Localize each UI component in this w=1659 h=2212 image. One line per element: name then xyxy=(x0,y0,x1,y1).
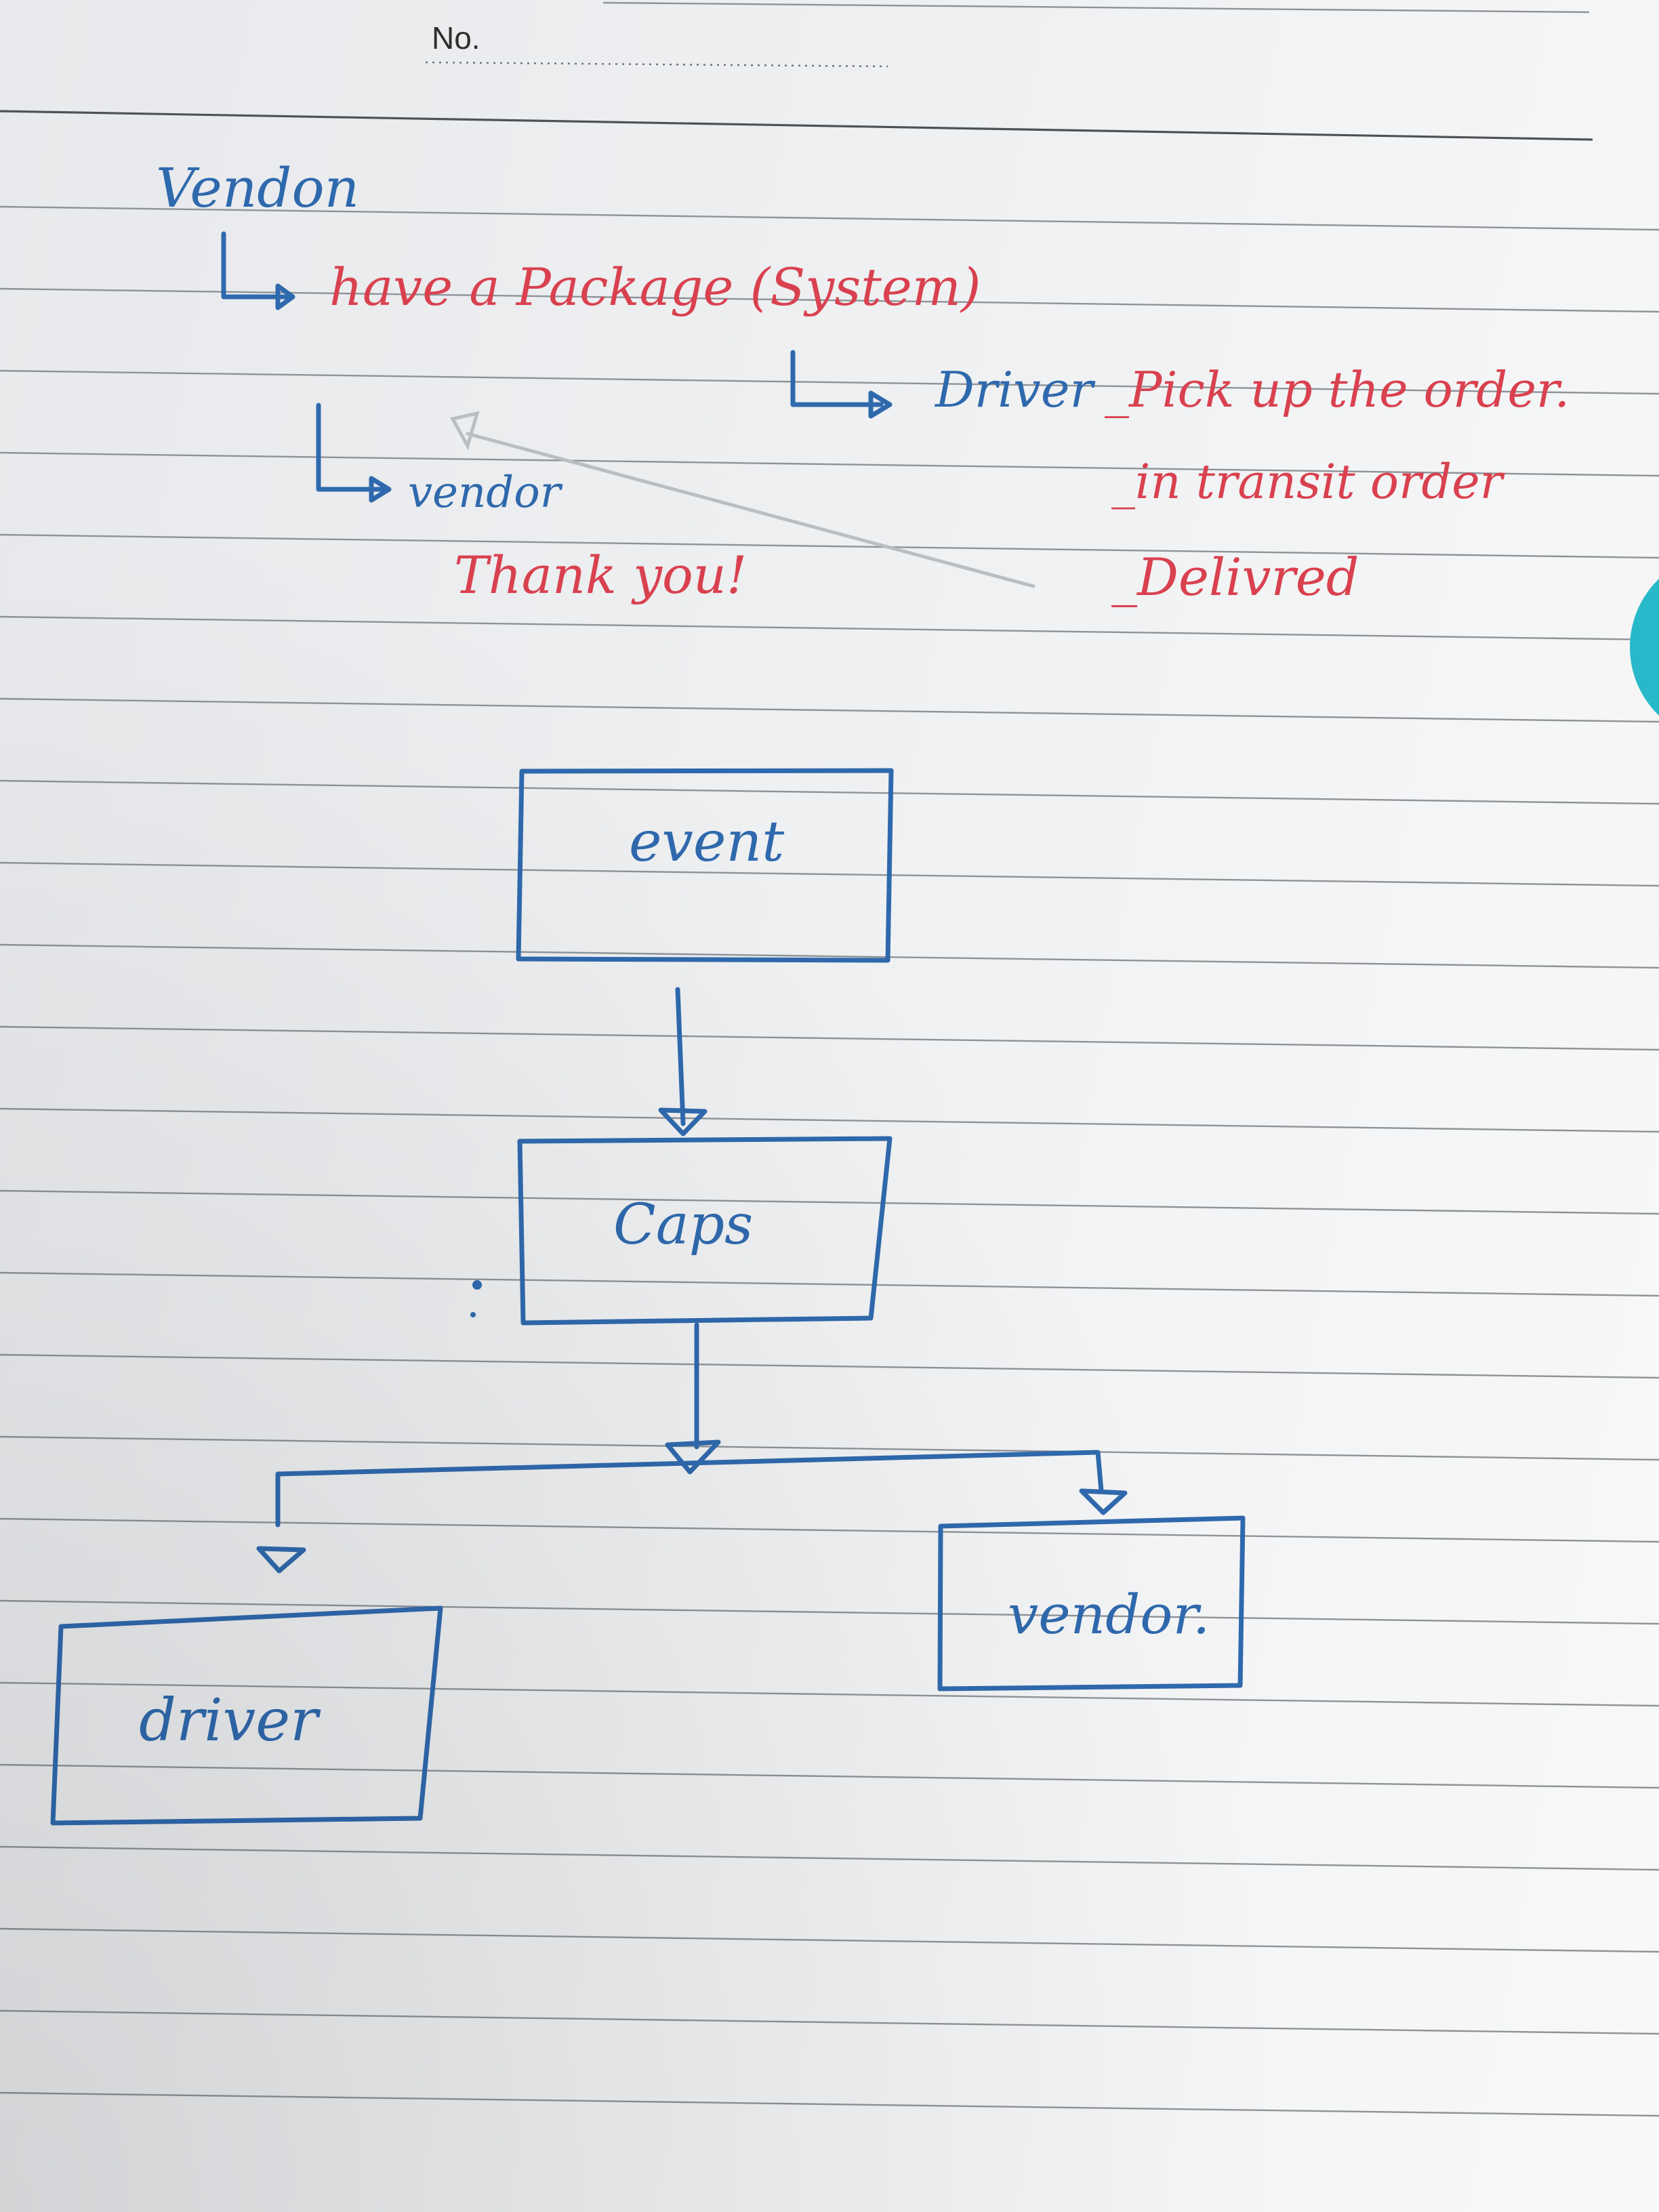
ruled-line xyxy=(0,1845,1659,1871)
ruled-line xyxy=(0,779,1659,805)
ruled-line xyxy=(0,697,1659,723)
driver-box xyxy=(50,1605,443,1826)
pencil-arrow-head xyxy=(450,411,480,451)
ruled-line xyxy=(0,1927,1659,1953)
ruled-line xyxy=(0,451,1659,477)
ruled-line xyxy=(0,1681,1659,1707)
vendor-branch-arrow-head xyxy=(369,476,392,503)
ruled-line xyxy=(0,1353,1659,1379)
event-box xyxy=(516,768,894,963)
ruled-line xyxy=(0,533,1659,559)
header-rule xyxy=(0,110,1593,141)
ruled-line xyxy=(0,943,1659,969)
number-dotted-line xyxy=(425,61,888,68)
ruled-line xyxy=(0,1189,1659,1215)
flow-diagram: event Caps driver vendor. xyxy=(50,768,1246,1826)
ruled-line xyxy=(0,1599,1659,1625)
ruled-line xyxy=(0,2009,1659,2035)
vendor-arrow-head xyxy=(1079,1488,1128,1515)
pickup-status: _Pick up the order. xyxy=(1105,361,1570,418)
event-to-caps-arrow-head xyxy=(658,1107,708,1136)
driver-note: Driver xyxy=(934,361,1095,418)
ruled-line xyxy=(0,1025,1659,1051)
split-connector xyxy=(275,1450,1104,1528)
vendor-box xyxy=(937,1515,1246,1692)
caps-box xyxy=(517,1136,893,1326)
ruled-line xyxy=(0,1271,1659,1297)
top-edge-line xyxy=(602,1,1590,14)
ruled-line xyxy=(0,861,1659,887)
driver-arrow-head xyxy=(256,1546,306,1574)
top-notes: Vendon have a Package (System) Driver _P… xyxy=(156,157,1570,607)
caps-down-arrow-head xyxy=(665,1439,721,1475)
event-box-label: event xyxy=(629,810,785,874)
driver-branch-arrow xyxy=(790,350,884,407)
caps-box-label: Caps xyxy=(613,1193,753,1257)
ruled-line xyxy=(0,1763,1659,1789)
package-branch-arrow-head xyxy=(275,283,295,310)
package-branch-arrow xyxy=(221,231,291,300)
vendor-box-label: vendor. xyxy=(1008,1583,1210,1646)
have-package-note: have a Package (System) xyxy=(329,257,981,317)
ruled-line xyxy=(0,1435,1659,1461)
ruled-line xyxy=(0,615,1659,641)
ruled-line xyxy=(0,1107,1659,1133)
event-to-caps-arrow xyxy=(675,987,686,1126)
vendor-heading: Vendon xyxy=(156,157,359,220)
ruled-line xyxy=(0,369,1659,395)
thank-you-note: Thank you! xyxy=(454,545,747,605)
driver-branch-arrow-head xyxy=(868,390,893,419)
ink-dot-small xyxy=(470,1312,476,1317)
ruled-line xyxy=(0,2091,1659,2117)
vendor-branch-arrow xyxy=(316,403,386,492)
teal-page-tab xyxy=(1630,579,1659,716)
vendor-note: vendor xyxy=(408,468,563,518)
ruled-line xyxy=(0,205,1659,231)
ink-dot xyxy=(472,1280,482,1290)
delivered-status: _Delivred xyxy=(1111,547,1359,607)
number-label: No. xyxy=(432,20,480,56)
transit-status: _in transit order xyxy=(1111,454,1505,510)
pencil-arrow xyxy=(466,432,1036,588)
driver-box-label: driver xyxy=(139,1687,321,1755)
